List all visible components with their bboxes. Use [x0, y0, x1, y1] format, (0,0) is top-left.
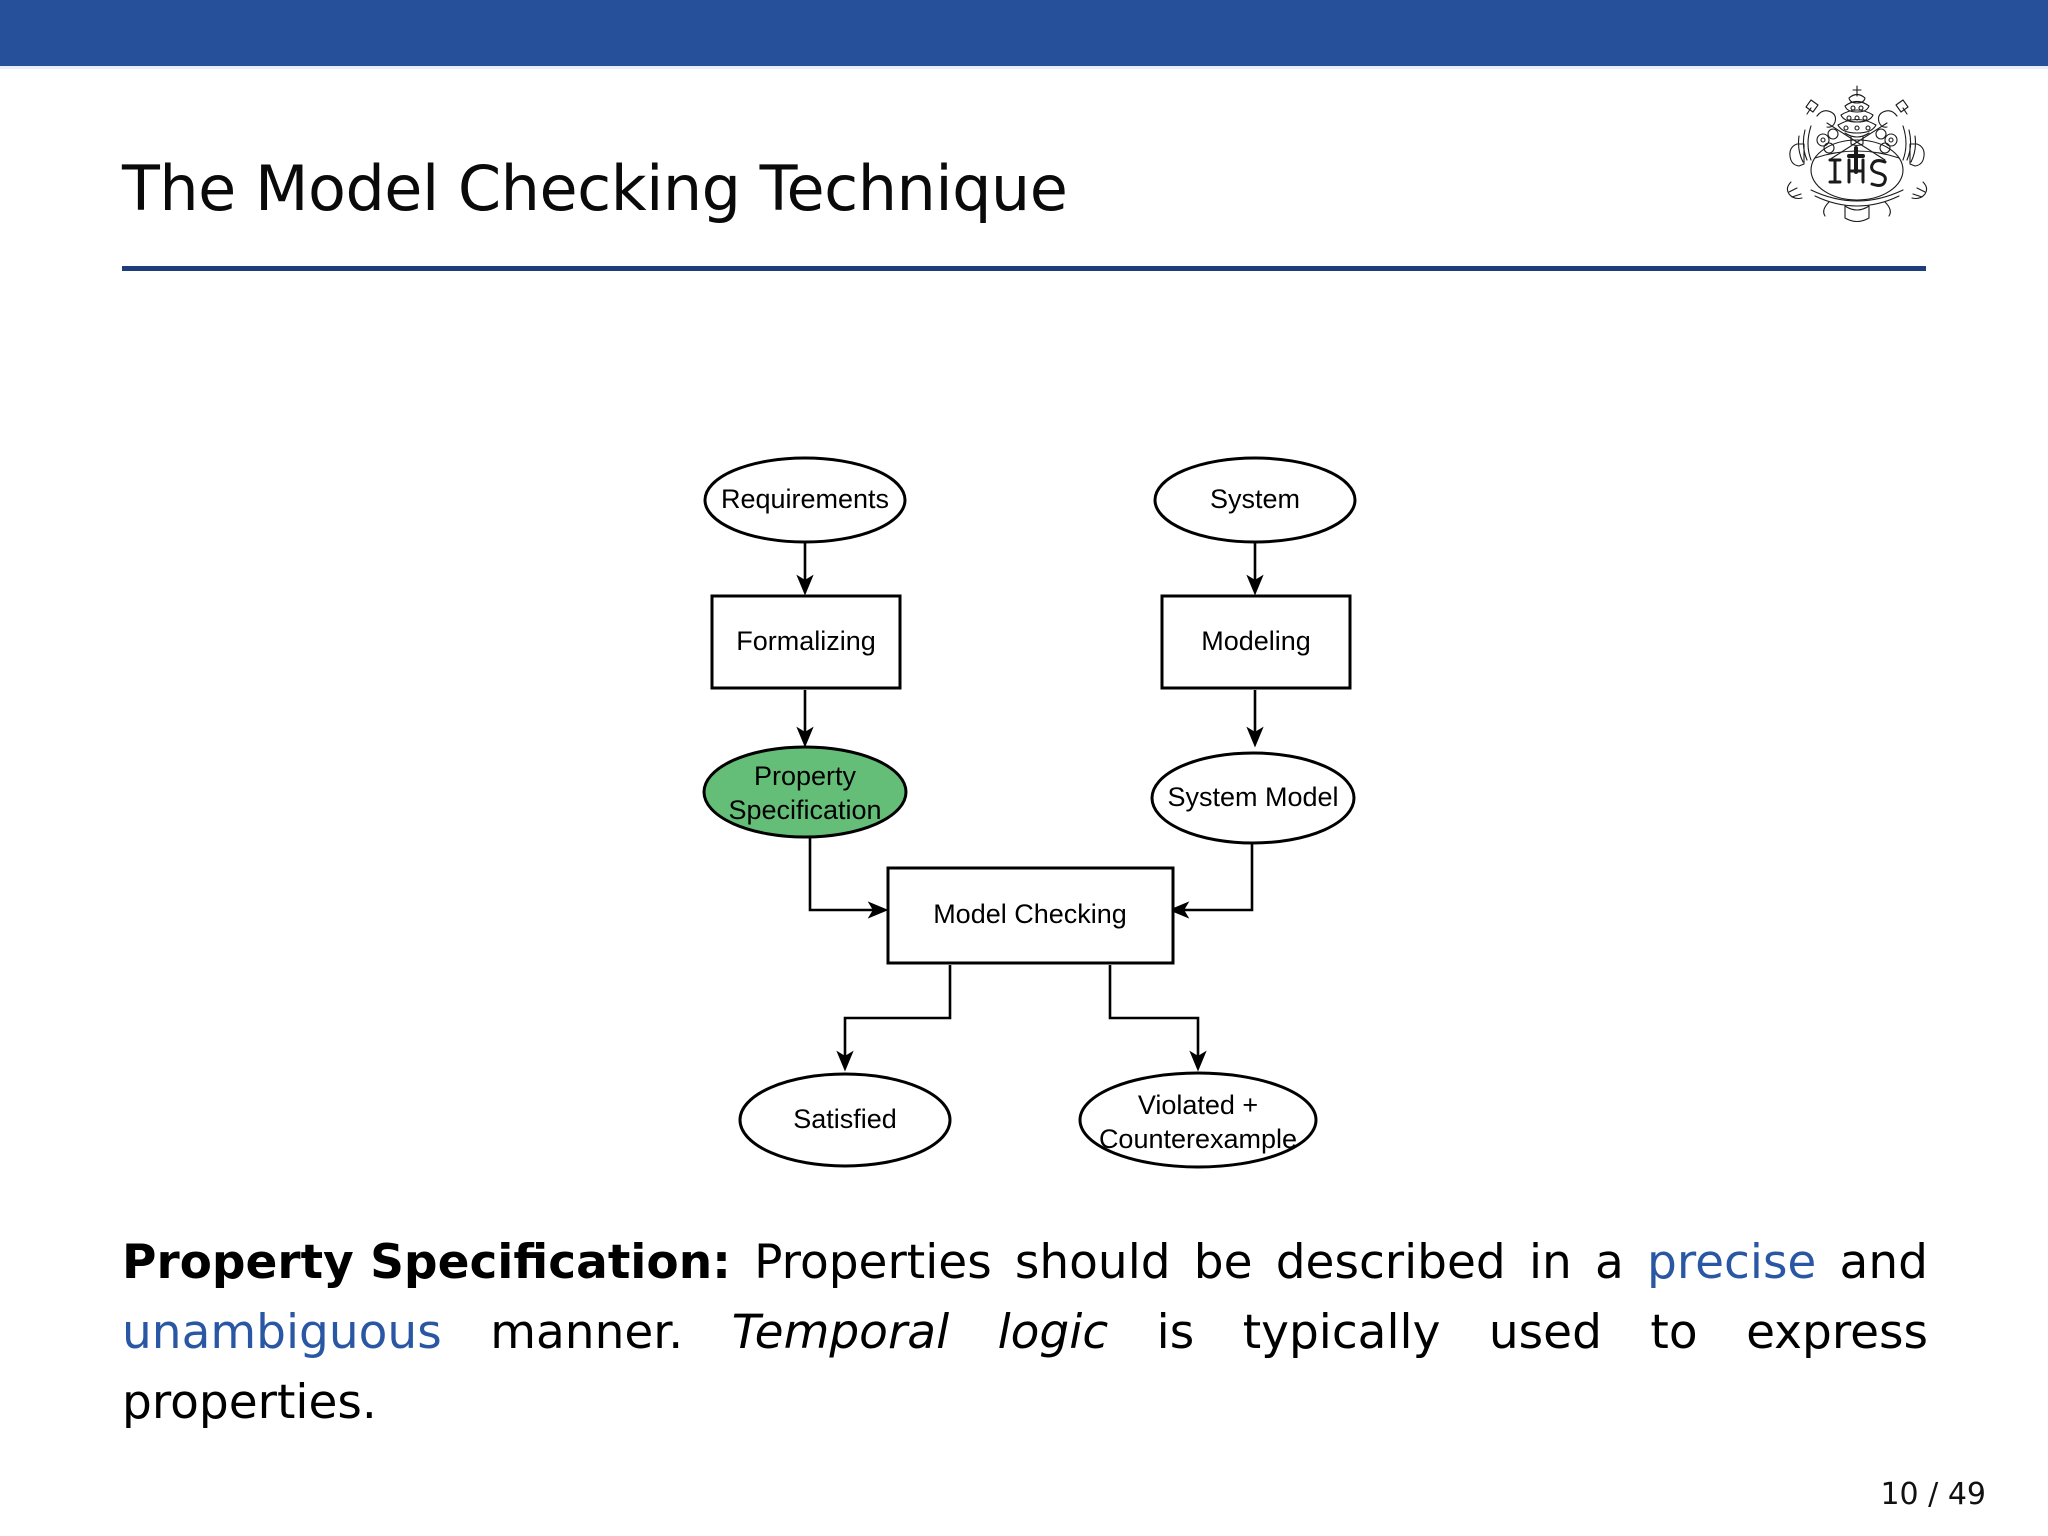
edge-model-checking-violated [1108, 965, 1207, 1072]
body-word-manner: manner. [490, 1305, 684, 1360]
body-lead: Property Specification: [122, 1235, 731, 1290]
node-requirements: Requirements [703, 456, 907, 544]
node-label-satisfied: Satisfied [793, 1104, 897, 1134]
node-label-system: System [1210, 484, 1300, 514]
node-violated-counterexample: Violated + Counterexample [1078, 1071, 1318, 1169]
body-word-described: described [1275, 1235, 1506, 1290]
node-property-specification: Property Specification [702, 745, 908, 839]
node-label-violated-line1: Violated + [1138, 1090, 1258, 1120]
edge-property-spec-model-checking [808, 838, 889, 919]
slide-top-bar-underline [0, 66, 2048, 69]
body-emphasis-temporal-logic: Temporal logic [731, 1305, 1109, 1360]
body-line-1: Property Specification: Properties shoul… [122, 1228, 1928, 1298]
body-word-properties: Properties [754, 1235, 992, 1290]
page-title: The Model Checking Technique [122, 152, 1068, 225]
title-divider [122, 266, 1926, 271]
node-model-checking: Model Checking [886, 866, 1175, 965]
node-satisfied: Satisfied [738, 1072, 952, 1168]
node-formalizing: Formalizing [710, 594, 902, 690]
body-highlight-precise: precise [1647, 1235, 1817, 1290]
node-label-property-specification-line2: Specification [728, 795, 881, 825]
node-label-property-specification-line1: Property [754, 761, 857, 791]
body-word-should: should [1014, 1235, 1171, 1290]
model-checking-flow-diagram: Requirements System Formalizing Modeling… [640, 420, 1440, 1180]
node-system-model: System Model [1150, 751, 1356, 845]
node-label-violated-line2: Counterexample [1099, 1124, 1297, 1154]
body-word-a: a [1595, 1235, 1624, 1290]
body-paragraph: Property Specification: Properties shoul… [122, 1228, 1928, 1438]
node-label-requirements: Requirements [721, 484, 889, 514]
node-label-system-model: System Model [1167, 782, 1338, 812]
node-modeling: Modeling [1160, 594, 1352, 690]
body-tail: is typically used to express properties. [122, 1305, 1928, 1430]
body-highlight-unambiguous: unambiguous [122, 1305, 442, 1360]
edge-system-model-model-checking [1168, 838, 1254, 919]
node-label-model-checking: Model Checking [933, 899, 1127, 929]
slide-top-bar [0, 0, 2048, 66]
body-word-in: in [1528, 1235, 1572, 1290]
body-word-be: be [1193, 1235, 1253, 1290]
node-label-formalizing: Formalizing [736, 626, 876, 656]
body-line-2: unambiguous manner. Temporal logic is ty… [122, 1298, 1928, 1438]
node-label-modeling: Modeling [1201, 626, 1311, 656]
diagram-edges [796, 538, 1264, 1072]
edge-model-checking-satisfied [836, 965, 952, 1072]
ihs-crest-logo [1767, 78, 1947, 238]
node-system: System [1153, 456, 1357, 544]
body-word-and: and [1839, 1235, 1928, 1290]
page-number: 10 / 49 [1880, 1477, 1986, 1512]
